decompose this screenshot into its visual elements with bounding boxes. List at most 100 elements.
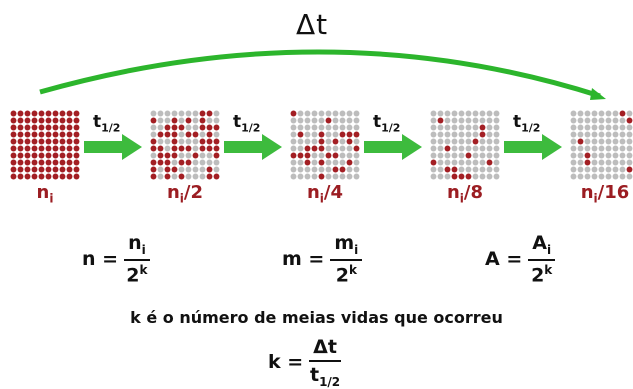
decayed-nucleus xyxy=(584,166,591,173)
remaining-nucleus xyxy=(73,145,80,152)
stage-label-3: ni/4 xyxy=(306,182,344,206)
decayed-nucleus xyxy=(605,145,612,152)
decayed-nucleus xyxy=(472,166,479,173)
remaining-nucleus xyxy=(31,173,38,180)
decayed-nucleus xyxy=(199,159,206,166)
decayed-nucleus xyxy=(213,117,220,124)
nuclei-grid-stage-3 xyxy=(290,110,360,180)
decayed-nucleus xyxy=(178,166,185,173)
remaining-nucleus xyxy=(171,124,178,131)
decayed-nucleus xyxy=(332,131,339,138)
remaining-nucleus xyxy=(465,173,472,180)
decayed-nucleus xyxy=(339,159,346,166)
decayed-nucleus xyxy=(577,173,584,180)
decayed-nucleus xyxy=(584,110,591,117)
decayed-nucleus xyxy=(332,124,339,131)
remaining-nucleus xyxy=(178,159,185,166)
remaining-nucleus xyxy=(24,131,31,138)
decayed-nucleus xyxy=(458,124,465,131)
delta-t-title: Δt xyxy=(296,8,329,41)
decayed-nucleus xyxy=(304,173,311,180)
remaining-nucleus xyxy=(45,117,52,124)
remaining-nucleus xyxy=(318,159,325,166)
decayed-nucleus xyxy=(451,131,458,138)
remaining-nucleus xyxy=(437,117,444,124)
decayed-nucleus xyxy=(304,138,311,145)
remaining-nucleus xyxy=(38,152,45,159)
decayed-nucleus xyxy=(479,138,486,145)
decayed-nucleus xyxy=(437,166,444,173)
remaining-nucleus xyxy=(24,152,31,159)
remaining-nucleus xyxy=(192,152,199,159)
remaining-nucleus xyxy=(45,110,52,117)
remaining-nucleus xyxy=(24,166,31,173)
decayed-nucleus xyxy=(598,166,605,173)
remaining-nucleus xyxy=(24,110,31,117)
half-life-caption: k é o número de meias vidas que ocorreu xyxy=(130,308,503,327)
remaining-nucleus xyxy=(45,138,52,145)
decayed-nucleus xyxy=(353,117,360,124)
decayed-nucleus xyxy=(444,117,451,124)
delta-t-arc-arrowhead xyxy=(590,88,606,100)
remaining-nucleus xyxy=(59,152,66,159)
decayed-nucleus xyxy=(591,152,598,159)
remaining-nucleus xyxy=(59,124,66,131)
remaining-nucleus xyxy=(10,117,17,124)
decayed-nucleus xyxy=(479,166,486,173)
remaining-nucleus xyxy=(332,138,339,145)
decayed-nucleus xyxy=(493,138,500,145)
decayed-nucleus xyxy=(493,117,500,124)
decayed-nucleus xyxy=(339,152,346,159)
decayed-nucleus xyxy=(584,131,591,138)
decayed-nucleus xyxy=(199,131,206,138)
decayed-nucleus xyxy=(325,159,332,166)
decayed-nucleus xyxy=(437,131,444,138)
remaining-nucleus xyxy=(311,145,318,152)
remaining-nucleus xyxy=(17,173,24,180)
decayed-nucleus xyxy=(318,110,325,117)
remaining-nucleus xyxy=(584,152,591,159)
remaining-nucleus xyxy=(150,173,157,180)
decayed-nucleus xyxy=(472,110,479,117)
decayed-nucleus xyxy=(598,124,605,131)
remaining-nucleus xyxy=(199,138,206,145)
decayed-nucleus xyxy=(325,131,332,138)
remaining-nucleus xyxy=(45,131,52,138)
decayed-nucleus xyxy=(290,145,297,152)
decayed-nucleus xyxy=(591,124,598,131)
remaining-nucleus xyxy=(38,159,45,166)
decayed-nucleus xyxy=(493,152,500,159)
decayed-nucleus xyxy=(311,131,318,138)
decayed-nucleus xyxy=(465,117,472,124)
decayed-nucleus xyxy=(570,159,577,166)
decayed-nucleus xyxy=(605,131,612,138)
decayed-nucleus xyxy=(626,159,633,166)
decayed-nucleus xyxy=(591,138,598,145)
remaining-nucleus xyxy=(304,145,311,152)
remaining-nucleus xyxy=(66,145,73,152)
decayed-nucleus xyxy=(626,131,633,138)
decayed-nucleus xyxy=(626,124,633,131)
remaining-nucleus xyxy=(479,131,486,138)
decayed-nucleus xyxy=(591,131,598,138)
formula-m: m = mi 2k xyxy=(282,232,363,286)
decayed-nucleus xyxy=(185,166,192,173)
remaining-nucleus xyxy=(213,124,220,131)
decayed-nucleus xyxy=(612,138,619,145)
remaining-nucleus xyxy=(59,117,66,124)
decayed-nucleus xyxy=(178,138,185,145)
decayed-nucleus xyxy=(290,166,297,173)
remaining-nucleus xyxy=(430,159,437,166)
decayed-nucleus xyxy=(626,152,633,159)
decayed-nucleus xyxy=(479,117,486,124)
decayed-nucleus xyxy=(437,138,444,145)
decayed-nucleus xyxy=(290,117,297,124)
remaining-nucleus xyxy=(17,131,24,138)
decayed-nucleus xyxy=(297,145,304,152)
remaining-nucleus xyxy=(66,117,73,124)
decayed-nucleus xyxy=(465,138,472,145)
remaining-nucleus xyxy=(206,110,213,117)
remaining-nucleus xyxy=(451,173,458,180)
decayed-nucleus xyxy=(332,145,339,152)
remaining-nucleus xyxy=(24,173,31,180)
